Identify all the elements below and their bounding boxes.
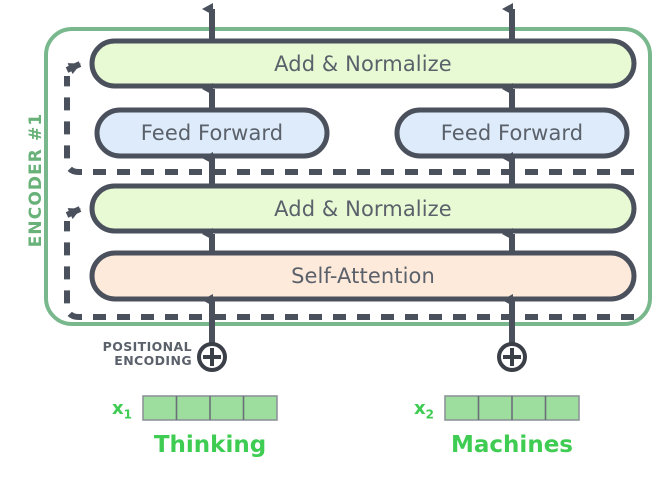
plus-circle-icon-left — [197, 342, 227, 372]
residual-upper-arrowhead-line — [65, 61, 82, 75]
token-word-machines: Machines — [451, 432, 573, 458]
add-normalize-bottom-label: Add & Normalize — [274, 197, 452, 221]
feed-forward-left-label: Feed Forward — [140, 121, 284, 145]
add-normalize-top-label: Add & Normalize — [274, 52, 452, 76]
self-attention-label: Self-Attention — [291, 264, 435, 288]
embedding-vector-x1 — [142, 395, 278, 421]
add-normalize-bottom-block[interactable] — [89, 183, 637, 234]
token-word-thinking: Thinking — [153, 432, 267, 458]
positional-encoding-line2: ENCODING — [114, 353, 192, 368]
encoder-container — [44, 27, 652, 326]
positional-encoding-label: POSITIONAL ENCODING — [60, 340, 192, 368]
self-attention-block[interactable] — [89, 250, 637, 302]
encoder-label: ENCODER #1 — [26, 112, 46, 248]
feed-forward-right-label: Feed Forward — [440, 121, 584, 145]
add-normalize-top-block[interactable] — [89, 38, 637, 89]
vector-label-x2-subscript: 2 — [425, 407, 434, 422]
vector-label-x2: x2 — [414, 398, 434, 422]
vector-label-x1: x1 — [112, 398, 132, 422]
positional-encoding-line1: POSITIONAL — [102, 339, 192, 354]
vector-label-x1-subscript: 1 — [123, 407, 132, 422]
vector-label-x1-base: x — [112, 398, 124, 419]
embedding-vector-x2 — [444, 395, 580, 421]
plus-circle-icon-right — [497, 342, 527, 372]
residual-connection-upper — [64, 76, 634, 175]
residual-lower-arrowhead-line — [65, 206, 82, 220]
vector-label-x2-base: x — [414, 398, 426, 419]
residual-connection-lower — [64, 221, 634, 320]
